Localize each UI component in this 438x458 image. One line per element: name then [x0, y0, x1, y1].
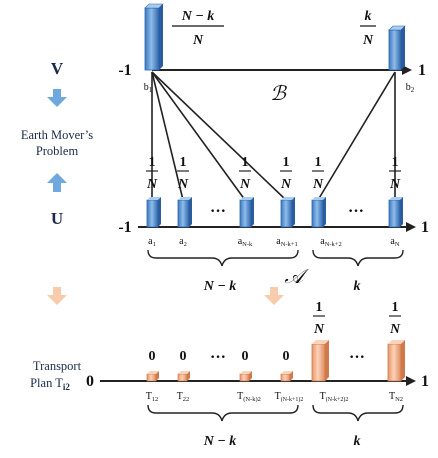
v-axis-left-end: -1 [118, 62, 131, 79]
b2-weight-den: N [362, 33, 374, 48]
u-weight-3: 1 N [239, 155, 251, 192]
v-row-label: V [51, 59, 64, 78]
arrow-down-blue-icon [47, 89, 67, 107]
svg-text:1: 1 [149, 155, 156, 170]
u-weights: 1 N 1 N 1 N 1 N 1 N 1 N [146, 155, 401, 192]
tp-axis-left-end: 0 [86, 373, 94, 390]
svg-text:N: N [389, 322, 401, 337]
u-axis-left-end: -1 [118, 219, 131, 236]
u-weight-5: 1 N [312, 155, 324, 192]
svg-text:N: N [280, 177, 292, 192]
tp-cube-tnmk1 [280, 371, 293, 382]
svg-text:1: 1 [316, 300, 323, 315]
u-weight-4: 1 N [280, 155, 292, 192]
tp-tick-tnmk2: T(N-k+2)2 [320, 391, 349, 403]
svg-text:1: 1 [283, 155, 290, 170]
b1-weight-num: N − k [181, 9, 215, 24]
tp-label-line2: Plan Ti2 [30, 376, 70, 392]
tp-cube-t12 [146, 371, 159, 382]
u-tick-anmk: aN-k [238, 236, 253, 248]
tp-cubes [146, 371, 293, 382]
tp-tick-tn2: TN2 [389, 391, 403, 403]
u-bar-anmk [239, 197, 254, 228]
tp-brace-left [147, 404, 299, 422]
svg-text:N: N [177, 177, 189, 192]
svg-text:N: N [146, 177, 158, 192]
u-bar-a1 [146, 197, 161, 228]
u-row-label: U [51, 209, 63, 228]
u-tick-an: aN [390, 236, 399, 248]
b2-weight-num: k [365, 9, 372, 24]
u-dots-right: ··· [348, 203, 364, 220]
tp-zero-4: 0 [283, 349, 290, 364]
u-bars [146, 197, 403, 228]
u-bar-a2 [177, 197, 192, 228]
tp-dots-right: ··· [349, 349, 365, 366]
u-brace-right-label: k [354, 279, 361, 294]
svg-text:N: N [239, 177, 251, 192]
svg-text:1: 1 [315, 155, 322, 170]
svg-text:1: 1 [242, 155, 249, 170]
u-tick-a2: a2 [179, 236, 187, 248]
emd-label-line1: Earth Mover’s [21, 128, 93, 142]
svg-text:N: N [389, 177, 401, 192]
b2-bar [388, 25, 406, 71]
tp-dots-left: ··· [210, 349, 226, 366]
tp-cube-t22 [177, 371, 190, 382]
emd-connections [151, 71, 396, 201]
svg-text:1: 1 [392, 300, 399, 315]
tp-zero-3: 0 [242, 349, 249, 364]
u-tick-anmk2: aN-k+2 [320, 236, 341, 248]
u-dots-left: ··· [210, 203, 226, 220]
tp-axis-right-end: 1 [421, 373, 429, 390]
u-weight-1: 1 N [146, 155, 158, 192]
tp-weight-2: 1 N [389, 300, 401, 337]
tp-tick-tnmk: T(N-k)2 [237, 391, 261, 403]
arrow-up-blue-icon [47, 173, 67, 192]
u-brace-right [312, 249, 404, 267]
u-bar-anmk2 [311, 197, 326, 228]
b2-label: b2 [406, 82, 415, 94]
u-brace-left [147, 249, 299, 267]
arrow-down-orange-mid-icon [264, 287, 284, 305]
tp-bar-tn2 [387, 340, 405, 382]
tp-tick-t12: T12 [146, 391, 159, 403]
u-weight-2: 1 N [177, 155, 189, 192]
tp-weight-1: 1 N [313, 300, 325, 337]
tp-tick-t22: T22 [177, 391, 190, 403]
svg-text:1: 1 [392, 155, 399, 170]
set-a-label: 𝒜 [285, 266, 310, 288]
u-bar-anmk1 [280, 197, 295, 228]
svg-text:N: N [313, 322, 325, 337]
tp-bar-tnmk2 [311, 340, 329, 382]
b1-weight-den: N [192, 33, 204, 48]
svg-text:1: 1 [180, 155, 187, 170]
b1-label: b1 [144, 82, 153, 94]
u-tick-labels: a1 a2 aN-k aN-k+1 aN-k+2 aN [148, 236, 400, 248]
u-brace-left-label: N − k [203, 279, 237, 294]
tp-label-line1: Transport [33, 359, 82, 373]
svg-text:N: N [312, 177, 324, 192]
v-axis-right-end: 1 [418, 62, 426, 79]
u-bar-an [388, 197, 403, 228]
u-tick-anmk1: aN-k+1 [276, 236, 297, 248]
u-axis-right-end: 1 [421, 219, 429, 236]
arrow-down-orange-icon [47, 287, 67, 305]
tp-zero-1: 0 [149, 349, 156, 364]
tp-brace-right-label: k [354, 434, 361, 449]
u-weight-6: 1 N [389, 155, 401, 192]
u-tick-a1: a1 [148, 236, 156, 248]
tp-tick-tnmk1: T(N-k+1)2 [275, 391, 304, 403]
tp-brace-right [312, 404, 404, 422]
b1-bar [144, 3, 164, 71]
tp-brace-left-label: N − k [203, 434, 237, 449]
emd-label-line2: Problem [36, 144, 79, 158]
tp-tick-labels: T12 T22 T(N-k)2 T(N-k+1)2 T(N-k+2)2 TN2 [146, 391, 403, 403]
tp-cube-tnmk [239, 371, 252, 382]
set-b-label: ℬ [270, 83, 287, 105]
tp-zero-2: 0 [180, 349, 187, 364]
